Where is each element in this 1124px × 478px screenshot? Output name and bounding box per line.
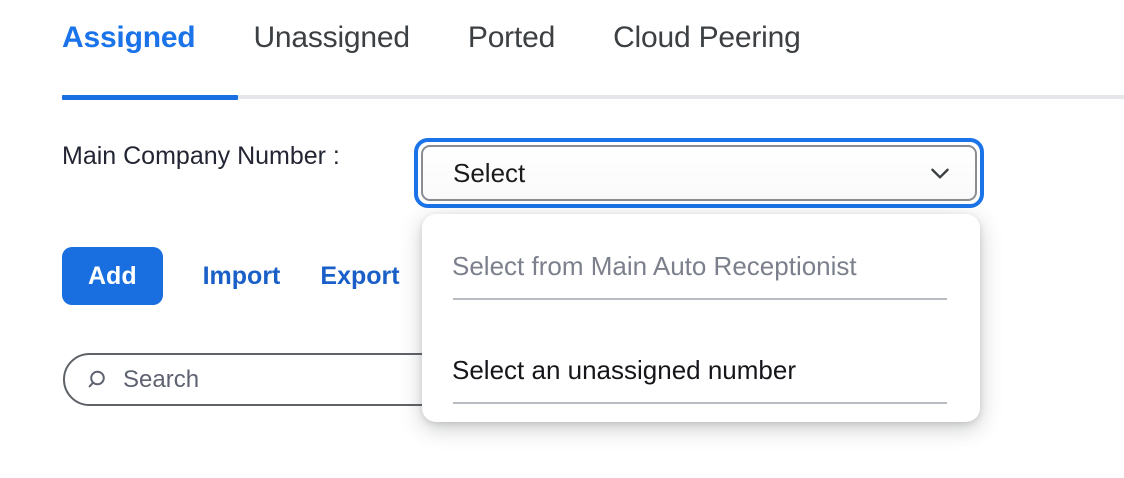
dropdown-divider [453,298,947,300]
tab-underline-track [62,95,1124,99]
import-button[interactable]: Import [202,262,281,290]
main-company-number-select[interactable]: Select [414,138,984,208]
search-placeholder: Search [123,365,200,393]
dropdown-divider [453,402,947,404]
dropdown-item-label: Select from Main Auto Receptionist [452,251,857,281]
main-company-number-label: Main Company Number : [62,142,340,170]
export-button[interactable]: Export [320,262,400,290]
search-field[interactable]: Search [63,353,493,406]
select-inner: Select [421,145,977,201]
main-company-number-row: Main Company Number : [62,140,340,172]
action-toolbar: Add Import Export [62,247,400,305]
select-dropdown-menu: Select from Main Auto Receptionist Selec… [422,214,980,422]
tab-bar: Assigned Unassigned Ported Cloud Peering [0,0,1124,102]
tab-active-indicator [62,95,238,100]
tab-unassigned[interactable]: Unassigned [253,21,410,54]
dropdown-item-unassigned-number[interactable]: Select an unassigned number [422,318,980,422]
add-button[interactable]: Add [62,247,163,305]
tab-list: Assigned Unassigned Ported Cloud Peering [62,18,801,58]
tab-cloud-peering[interactable]: Cloud Peering [613,21,801,54]
dropdown-item-main-auto-receptionist[interactable]: Select from Main Auto Receptionist [422,214,980,318]
select-value: Select [453,158,526,188]
tab-ported[interactable]: Ported [467,21,556,54]
tab-assigned[interactable]: Assigned [62,21,196,54]
dropdown-item-label: Select an unassigned number [452,355,797,385]
search-icon [87,368,123,392]
chevron-down-icon[interactable] [927,160,953,186]
